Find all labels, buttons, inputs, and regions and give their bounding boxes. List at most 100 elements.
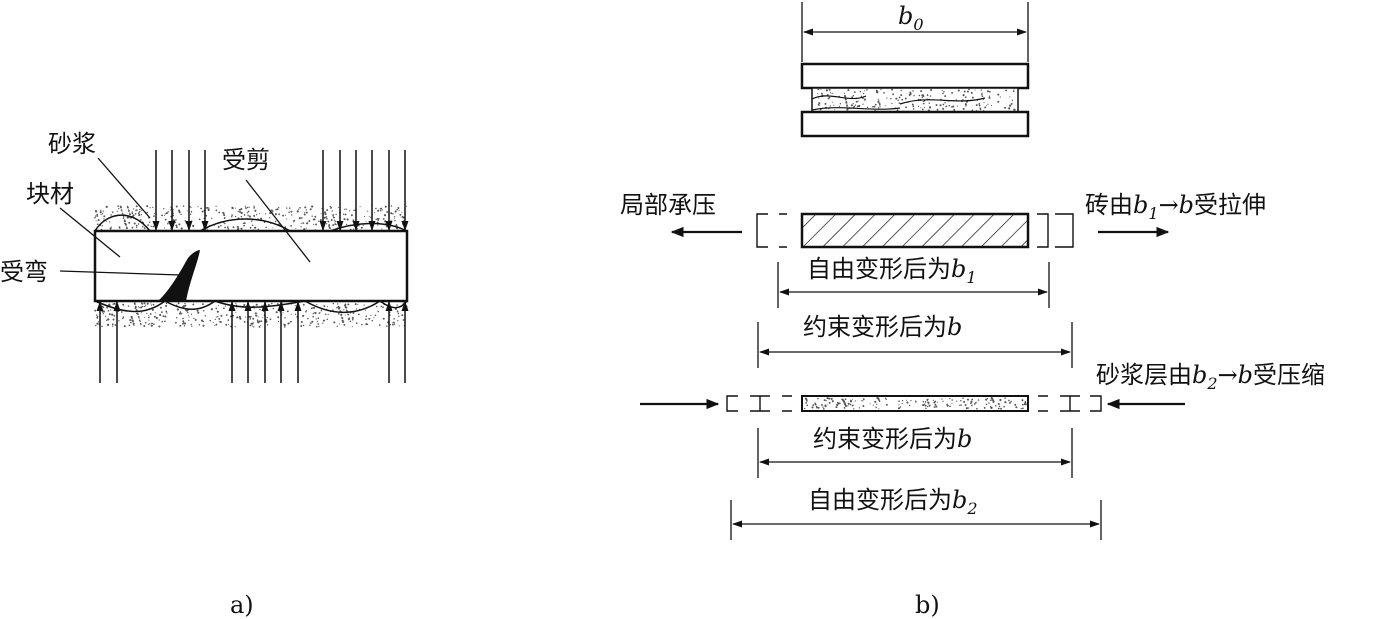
mortar-dot: [144, 305, 146, 308]
mortar-dot: [392, 213, 394, 215]
mortar-dot: [897, 99, 899, 102]
mortar-dot: [300, 222, 302, 225]
mortar-dot: [351, 326, 353, 328]
mortar-dot: [821, 404, 823, 406]
mortar-dot: [102, 210, 104, 212]
mortar-dot: [305, 209, 307, 211]
mortar-dot: [978, 102, 981, 105]
mortar-dot: [857, 100, 859, 102]
mortar-dot: [355, 322, 358, 324]
mortar-dot: [386, 210, 389, 213]
mortar-dot: [904, 97, 907, 100]
mortar-dot: [109, 221, 111, 223]
mortar-dot: [294, 305, 296, 307]
mortar-dot: [864, 90, 866, 92]
mortar-dot: [188, 319, 190, 322]
mortar-dot: [956, 105, 959, 107]
mortar-dot: [958, 404, 961, 406]
mortar-dot: [844, 398, 847, 401]
mortar-dot: [197, 311, 200, 314]
mortar-dot: [941, 398, 943, 400]
mortar-dot: [401, 220, 404, 223]
mortar-dot: [1015, 406, 1018, 409]
mortar-dot: [897, 407, 901, 410]
brick-hatched: [800, 212, 1030, 249]
mortar-dot: [312, 315, 315, 318]
mortar-dot: [1004, 397, 1006, 399]
mortar-dot: [112, 325, 114, 327]
mortar-dot: [344, 304, 347, 307]
mortar-dot: [222, 212, 225, 215]
mortar-dot: [964, 404, 967, 406]
mortar-dot: [316, 303, 318, 306]
panel-a: 砂浆 块材 受弯 受剪 a): [0, 130, 409, 619]
label-free-b2: 自由变形后为b2: [808, 486, 978, 518]
mortar-dot: [1012, 90, 1015, 93]
mortar-dot: [878, 102, 881, 105]
mortar-dot: [286, 207, 288, 209]
mortar-dot: [826, 397, 829, 400]
mortar-dot: [395, 224, 398, 227]
mortar-dot: [838, 105, 841, 107]
mortar-dot: [275, 311, 278, 314]
mortar-dot: [203, 309, 205, 312]
mortar-dot: [853, 91, 856, 93]
mortar-dot: [317, 317, 320, 320]
mortar-dot: [152, 225, 155, 228]
mortar-bottom-contact: [94, 300, 408, 313]
top-load-arrows: [152, 150, 409, 231]
mortar-dot: [240, 228, 242, 230]
bottom-load-arrows: [96, 301, 409, 383]
mortar-dot: [128, 324, 131, 327]
mortar-dot: [135, 205, 138, 208]
mortar-dot: [248, 315, 251, 318]
mortar-dot: [138, 317, 140, 319]
mortar-dot: [990, 105, 993, 107]
mortar-dot: [980, 89, 982, 91]
mortar-dot: [322, 319, 325, 322]
mortar-dot: [921, 94, 924, 97]
mortar-dot: [111, 314, 113, 316]
mortar-bottom-dots: [94, 302, 408, 328]
mortar-dot: [338, 323, 340, 325]
mortar-dot: [928, 403, 930, 405]
mortar-dot: [152, 323, 155, 326]
mortar-dot: [849, 403, 852, 406]
mortar-dot: [366, 323, 369, 326]
mortar-dot: [932, 399, 935, 401]
mortar-dot: [165, 212, 168, 214]
mortar-dot: [197, 206, 199, 208]
mortar-dot: [917, 105, 920, 107]
mortar-dot: [140, 213, 143, 216]
mortar-dot: [327, 313, 329, 316]
mortar-dot: [238, 226, 240, 228]
mortar-dot: [367, 210, 369, 212]
mortar-dot: [101, 325, 103, 328]
mortar-dot: [183, 305, 185, 307]
mortar-dot: [250, 315, 252, 318]
mortar-dot: [137, 212, 140, 214]
mortar-dot: [95, 215, 97, 217]
mortar-dot: [397, 311, 399, 313]
mortar-dot: [1010, 102, 1013, 105]
mortar-dot: [226, 226, 229, 228]
mortar-dot: [101, 225, 103, 227]
mortar-dot: [236, 307, 238, 309]
mortar-dot: [397, 207, 400, 209]
mortar-dot: [152, 206, 154, 209]
mortar-dot: [855, 100, 858, 103]
mortar-dot: [108, 313, 111, 316]
mortar-dot: [402, 222, 405, 225]
mortar-dot: [120, 311, 123, 313]
mortar-dot: [246, 212, 249, 214]
mortar-dot: [211, 217, 213, 219]
mortar-dot: [216, 310, 219, 313]
mortar-dot: [128, 221, 131, 224]
mortar-dot: [106, 306, 109, 309]
mortar-dot: [207, 208, 210, 211]
mortar-dot: [284, 226, 287, 228]
mortar-dot: [854, 104, 857, 106]
mortar-dot: [970, 91, 973, 94]
mortar-dot: [289, 322, 291, 324]
mortar-dot: [926, 398, 929, 401]
